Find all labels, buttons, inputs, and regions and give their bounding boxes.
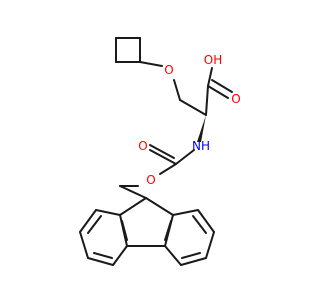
- bond-alpha-carboxyl: [205, 85, 209, 116]
- bond-ch2-alpha: [179, 99, 207, 116]
- bond-oxygen-ch2: [173, 79, 181, 101]
- bond-carboxyl-carbonyl-1: [207, 85, 229, 99]
- bond-carboxyl-hydroxyl: [207, 67, 213, 87]
- atom-ether-oxygen: O: [164, 63, 173, 77]
- bond-carboxyl-carbonyl-2: [211, 79, 233, 93]
- atom-ester-oxygen: O: [146, 173, 155, 187]
- bond-carbamate-carbonyl-2: [149, 144, 175, 159]
- stereo-wedge: [197, 115, 206, 142]
- atom-carbamate-carbonyl-oxygen: O: [138, 139, 147, 153]
- molecule-structure: O OH O NH O O: [79, 37, 241, 266]
- fluorene-left-benzene: [79, 209, 128, 266]
- bond-ch2-fluorenyl: [119, 185, 147, 199]
- bond-nh-carbamate: [175, 149, 195, 165]
- bond-cyclobutyl-oxygen: [139, 61, 163, 67]
- cyclobutane-ring: [115, 37, 141, 63]
- atom-carboxyl-carbonyl-oxygen: O: [231, 92, 240, 106]
- atom-hydroxyl: OH: [204, 53, 222, 67]
- bond-carbamate-ester-oxygen: [159, 163, 177, 175]
- bond-carbamate-carbonyl-1: [149, 149, 177, 165]
- atom-nh: NH: [192, 139, 210, 153]
- fluorene-right-benzene: [164, 209, 215, 266]
